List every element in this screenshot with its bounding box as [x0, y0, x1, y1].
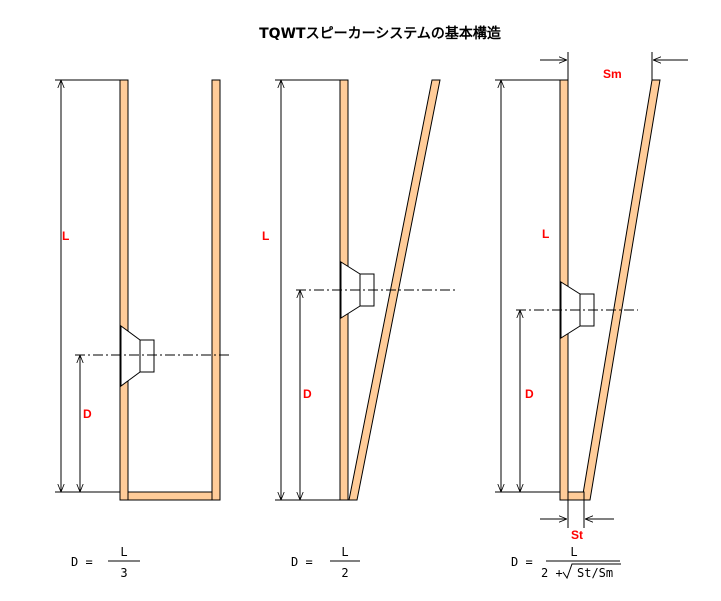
- diagram-1-straight-pipe: L D D = L 3: [55, 79, 232, 580]
- d1-left-wall: [119, 79, 129, 501]
- d1-right-wall: [211, 79, 221, 501]
- d3-Sm-label: Sm: [603, 67, 622, 81]
- d3-formula-sqrt-sign: [562, 563, 621, 580]
- d1-D-label: D: [83, 407, 92, 421]
- d3-formula-denominator-prefix: 2 +: [541, 566, 563, 580]
- d2-formula-numerator: L: [341, 545, 348, 559]
- d1-formula-denominator: 3: [120, 566, 127, 580]
- d3-bottom-wall: [567, 491, 585, 501]
- d1-speaker-magnet: [139, 339, 155, 373]
- d2-formula-denominator: 2: [341, 566, 348, 580]
- d3-L-label: L: [542, 227, 549, 241]
- d1-speaker-cone: [120, 325, 141, 387]
- diagram-3-tapered-throat: L D Sm St D = L 2 + St/Sm: [495, 52, 688, 580]
- d3-formula-lhs: D =: [511, 555, 533, 569]
- d1-L-label: L: [62, 229, 69, 243]
- d2-formula-lhs: D =: [291, 555, 313, 569]
- d3-slanted-wall: [581, 79, 661, 501]
- d1-formula-numerator: L: [120, 545, 127, 559]
- d3-formula-numerator: L: [570, 545, 577, 559]
- d1-bottom-wall: [127, 491, 213, 501]
- diagram-2-tapered-pipe: L D D = L 2: [262, 79, 458, 580]
- d1-formula-lhs: D =: [71, 555, 93, 569]
- diagram-title: TQWTスピーカーシステムの基本構造: [259, 25, 501, 42]
- d2-D-label: D: [303, 387, 312, 401]
- d2-L-label: L: [262, 229, 269, 243]
- d3-D-label: D: [525, 387, 534, 401]
- d3-St-label: St: [571, 528, 583, 542]
- d3-formula-radicand: St/Sm: [577, 566, 613, 580]
